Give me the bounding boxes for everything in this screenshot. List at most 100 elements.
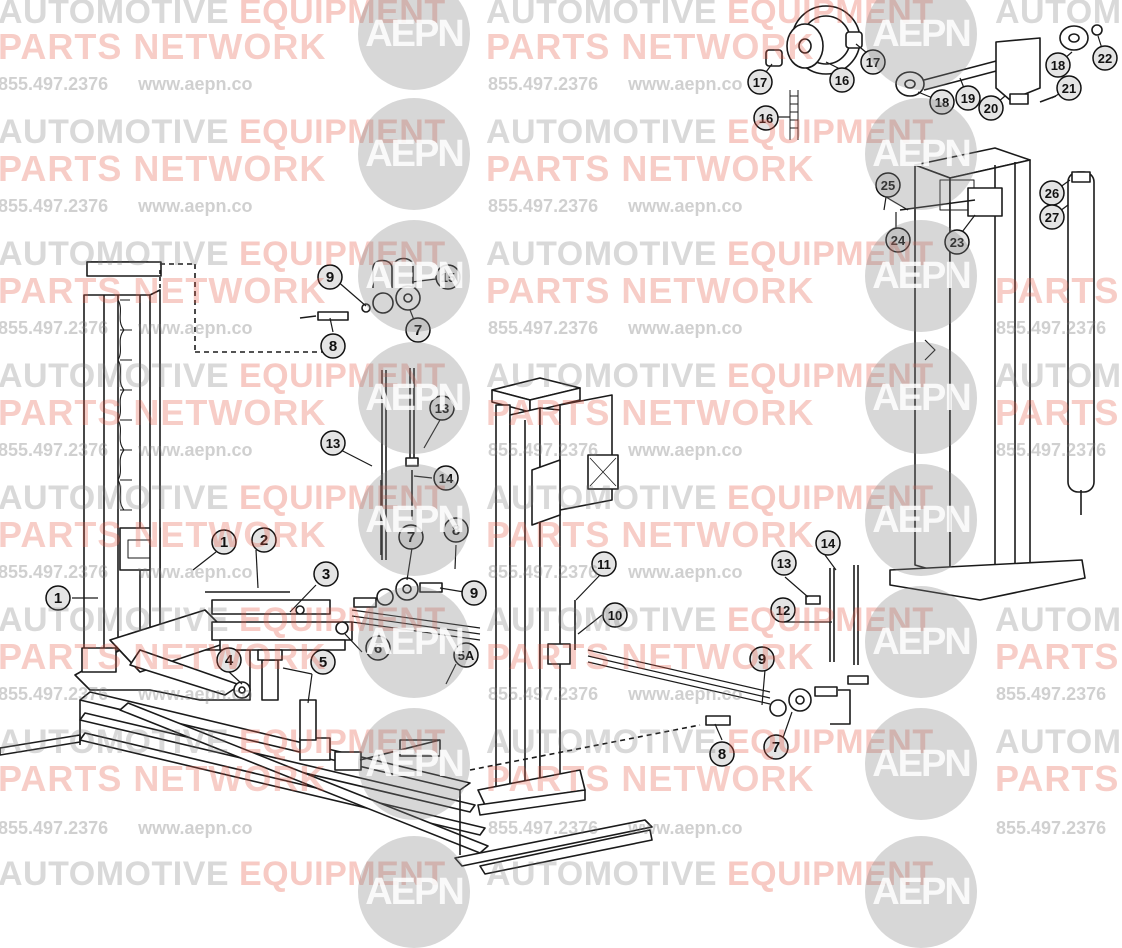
callout-circle bbox=[763, 734, 789, 760]
callout-circle bbox=[602, 602, 628, 628]
callout-8: 8 bbox=[709, 741, 735, 767]
callout-label: 2 bbox=[260, 532, 268, 549]
callout-label: 8 bbox=[452, 522, 460, 539]
callout-16: 16 bbox=[829, 67, 855, 93]
callout-circle bbox=[461, 580, 487, 606]
callout-4: 4 bbox=[216, 647, 242, 673]
callout-label: 17 bbox=[753, 75, 767, 90]
callout-26: 26 bbox=[1039, 180, 1065, 206]
callout-label: 4 bbox=[225, 652, 234, 669]
callout-20: 20 bbox=[978, 95, 1004, 121]
callout-label: 18 bbox=[1051, 58, 1065, 73]
callout-8: 8 bbox=[443, 517, 469, 543]
callout-label: 9 bbox=[758, 651, 766, 668]
callout-circle bbox=[1092, 45, 1118, 71]
callout-24: 24 bbox=[885, 227, 911, 253]
callout-6: 6 bbox=[365, 635, 391, 661]
callout-circle bbox=[429, 395, 455, 421]
callout-27: 27 bbox=[1039, 204, 1065, 230]
callout-circle bbox=[1045, 52, 1071, 78]
callout-label: 1 bbox=[54, 590, 62, 607]
center-sheaves bbox=[351, 577, 481, 641]
callout-circle bbox=[709, 741, 735, 767]
callout-12: 12 bbox=[770, 597, 796, 623]
callout-label: 16 bbox=[759, 111, 773, 126]
callout-label: 5A bbox=[458, 648, 475, 663]
callout-label: 27 bbox=[1045, 210, 1059, 225]
callout-circle bbox=[251, 527, 277, 553]
callout-label: 6 bbox=[374, 640, 382, 657]
callout-circle bbox=[45, 585, 71, 611]
callout-17: 17 bbox=[747, 69, 773, 95]
callout-label: 9 bbox=[470, 585, 478, 602]
callout-10: 10 bbox=[602, 602, 628, 628]
callout-9: 9 bbox=[461, 580, 487, 606]
vertical-rods bbox=[380, 368, 419, 560]
callout-label: 22 bbox=[1098, 51, 1112, 66]
callout-16: 16 bbox=[753, 105, 779, 131]
callout-circle bbox=[885, 227, 911, 253]
callout-17: 17 bbox=[860, 49, 886, 75]
callout-label: 11 bbox=[597, 557, 611, 572]
callout-circle bbox=[317, 264, 343, 290]
callout-label: 26 bbox=[1045, 186, 1059, 201]
callout-circle bbox=[929, 89, 955, 115]
callout-14: 14 bbox=[815, 530, 841, 556]
callout-circle bbox=[433, 465, 459, 491]
callout-23: 23 bbox=[944, 229, 970, 255]
callout-label: 5 bbox=[319, 654, 327, 671]
left-carriage bbox=[74, 609, 251, 701]
detail-column bbox=[889, 147, 1095, 601]
callout-circle bbox=[1056, 75, 1082, 101]
callout-circle bbox=[310, 649, 336, 675]
callout-circle bbox=[591, 551, 617, 577]
right-column bbox=[477, 377, 619, 816]
callout-circle bbox=[211, 529, 237, 555]
callout-14: 14 bbox=[433, 465, 459, 491]
callout-label: 13 bbox=[777, 556, 791, 571]
callout-label: 16 bbox=[835, 73, 849, 88]
diagram-drawing: 1123455A67778889991011121313131414151616… bbox=[0, 5, 1118, 875]
callout-label: 7 bbox=[407, 529, 415, 546]
callout-7: 7 bbox=[405, 317, 431, 343]
callout-label: 12 bbox=[776, 603, 790, 618]
callout-label: 21 bbox=[1062, 81, 1076, 96]
callout-5a: 5A bbox=[453, 642, 479, 668]
callout-circle bbox=[829, 67, 855, 93]
callout-label: 17 bbox=[866, 55, 880, 70]
callout-circle bbox=[770, 597, 796, 623]
callout-1: 1 bbox=[211, 529, 237, 555]
callout-2: 2 bbox=[251, 527, 277, 553]
callout-15: 15 bbox=[435, 264, 461, 290]
callout-circle bbox=[443, 517, 469, 543]
callout-circle bbox=[313, 561, 339, 587]
callout-22: 22 bbox=[1092, 45, 1118, 71]
callout-label: 13 bbox=[435, 401, 449, 416]
callout-circle bbox=[435, 264, 461, 290]
center-arm bbox=[205, 591, 353, 651]
callout-13: 13 bbox=[771, 550, 797, 576]
callout-label: 7 bbox=[772, 739, 780, 756]
callout-label: 9 bbox=[326, 269, 334, 286]
callout-18: 18 bbox=[929, 89, 955, 115]
callout-21: 21 bbox=[1056, 75, 1082, 101]
right-rods bbox=[805, 565, 859, 665]
callout-label: 15 bbox=[441, 270, 455, 285]
callout-label: 13 bbox=[326, 436, 340, 451]
callout-9: 9 bbox=[317, 264, 343, 290]
callout-circle bbox=[875, 172, 901, 198]
callout-circle bbox=[771, 550, 797, 576]
callout-circle bbox=[365, 635, 391, 661]
callout-label: 24 bbox=[891, 233, 906, 248]
callout-18: 18 bbox=[1045, 52, 1071, 78]
callout-9: 9 bbox=[749, 646, 775, 672]
callout-7: 7 bbox=[398, 524, 424, 550]
callout-label: 25 bbox=[881, 178, 895, 193]
callout-11: 11 bbox=[591, 551, 617, 577]
callout-label: 14 bbox=[439, 471, 454, 486]
cylinders bbox=[257, 649, 317, 741]
callout-circle bbox=[398, 524, 424, 550]
callout-circle bbox=[944, 229, 970, 255]
callout-label: 18 bbox=[935, 95, 949, 110]
